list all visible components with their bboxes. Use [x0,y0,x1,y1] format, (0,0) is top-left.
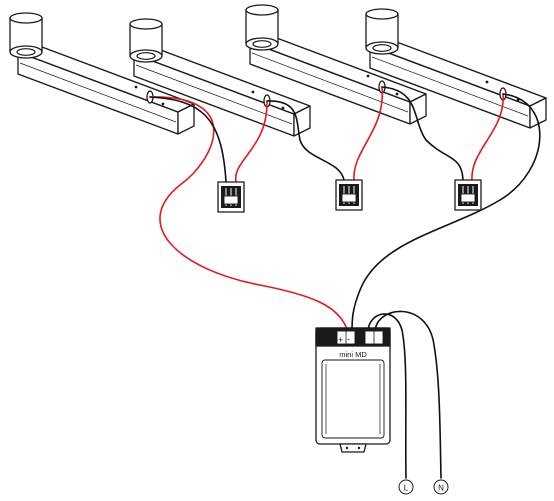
mains-wire-neutral [374,310,442,479]
mini-md-driver: + - mini MD [315,327,391,453]
wire-connector-2 [335,179,363,211]
black-wire-fixture2-to-connector2 [266,100,345,181]
red-wire-connector3-to-fixture4 [471,93,504,181]
live-terminal-marker: L [398,479,414,495]
black-wire-fixture3-to-connector3 [381,86,464,181]
light-fixture-3 [245,4,427,125]
black-wire-fixture1-to-connector1 [149,96,227,183]
black-wire-fixture4-to-driver [351,93,541,333]
driver-label: mini MD [339,350,367,359]
mains-wire-live [367,313,407,479]
wire-connector-3 [454,179,482,211]
light-fixture-1 [9,12,195,135]
neutral-terminal-marker: N [433,479,449,495]
minus-terminal-label: - [347,334,350,344]
red-wire-connector2-to-fixture3 [353,86,384,181]
red-wire-connector1-to-fixture2 [235,100,268,183]
neutral-terminal-label: N [438,484,444,493]
light-fixture-2 [129,18,311,137]
plus-terminal-label: + [338,335,343,345]
live-terminal-label: L [404,484,409,493]
wire-connector-1 [217,181,245,213]
light-fixture-4 [365,8,547,129]
